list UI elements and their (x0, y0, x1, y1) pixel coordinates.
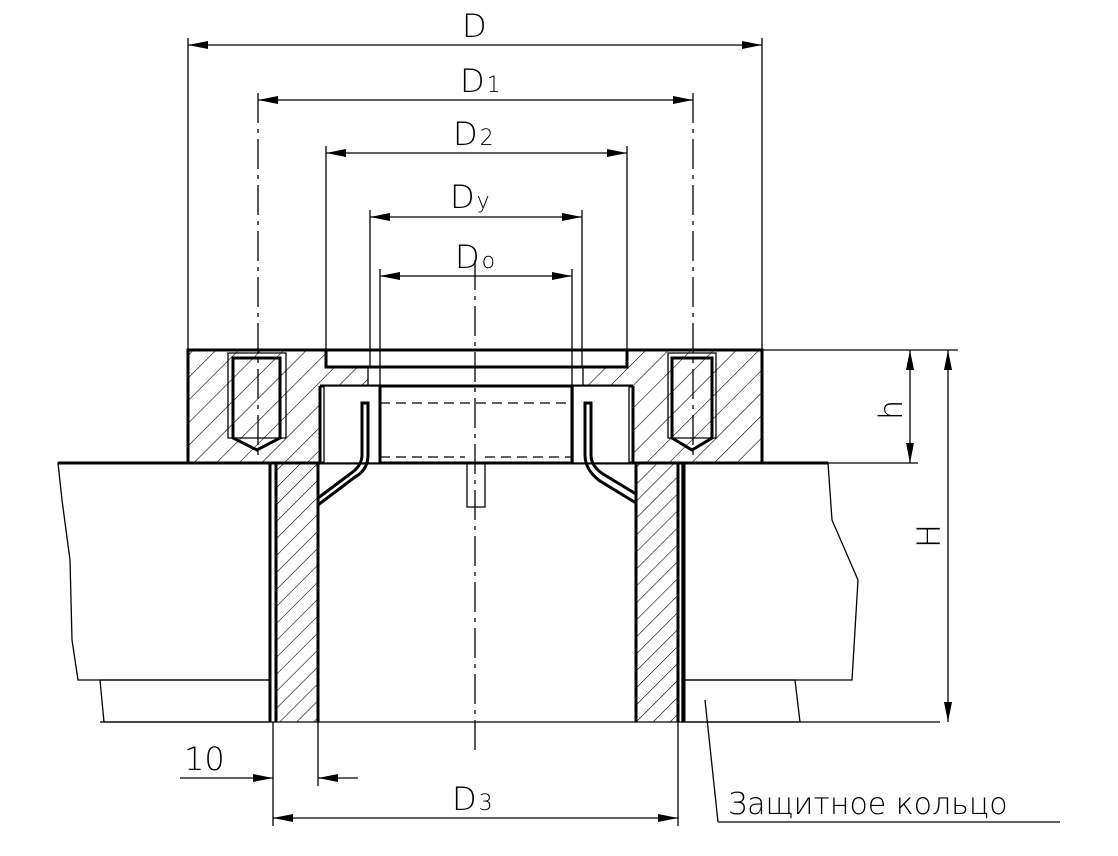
dim-label-D1: D1 (460, 62, 501, 100)
dim-label-D3: D3 (452, 780, 493, 818)
insert-ring (323, 385, 630, 508)
dim-label-Dy: Dy (450, 178, 490, 216)
base-left (57, 462, 271, 723)
dim-label-10: 10 (184, 740, 225, 778)
bolt-hole-left (227, 352, 287, 452)
pipe-wall-left (268, 463, 320, 722)
dim-label-D: D (462, 7, 487, 45)
base-right (681, 462, 859, 723)
callout-protective-ring: Защитное кольцо (728, 787, 1008, 822)
pipe-wall-right (634, 463, 686, 722)
dimension-lines (180, 41, 1060, 823)
dim-label-H: H (910, 524, 948, 548)
sleeve-gasket (316, 401, 638, 509)
extension-lines (187, 38, 958, 826)
dim-label-D2: D2 (453, 115, 494, 153)
dim-label-D0: Do (455, 238, 495, 276)
dim-label-h: h (872, 400, 910, 420)
bolt-hole-right (667, 352, 717, 452)
